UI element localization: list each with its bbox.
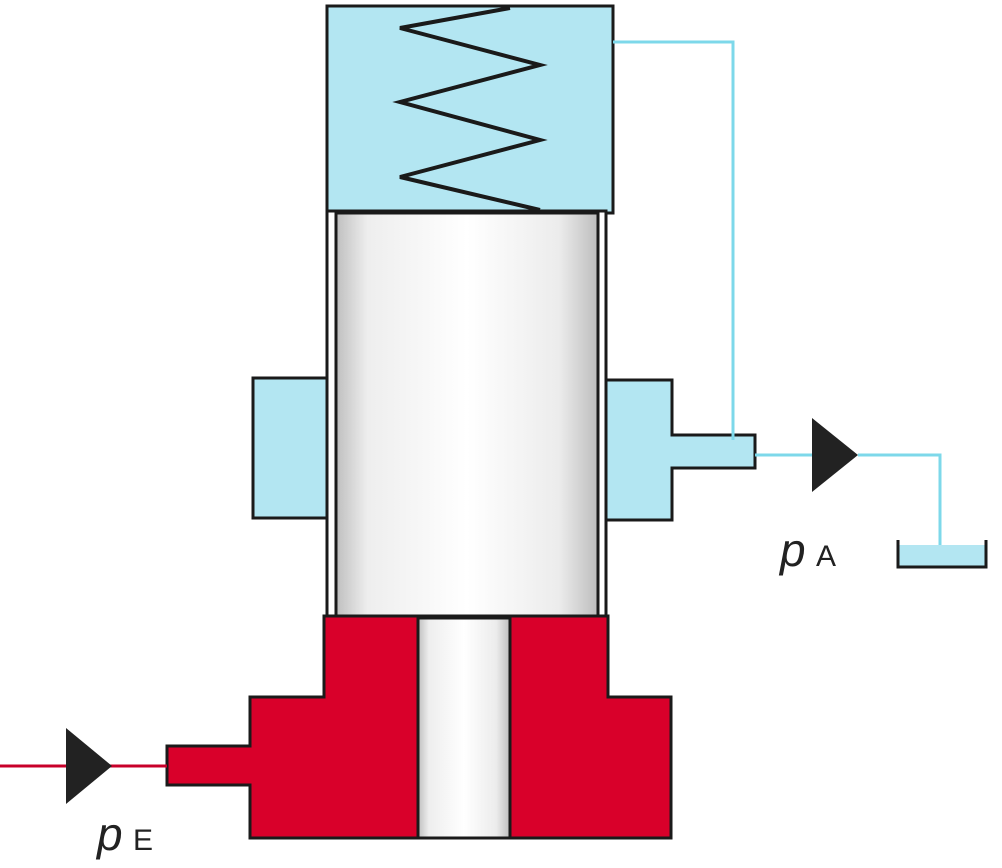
pilot-line xyxy=(613,40,735,440)
inlet-pressure-label: p E xyxy=(95,808,153,860)
left-outlet-chamber xyxy=(251,376,329,520)
piston xyxy=(334,211,600,618)
tank-icon xyxy=(896,540,988,569)
tank-line xyxy=(858,453,942,545)
flow-arrow-icon xyxy=(66,728,112,804)
tank-fluid xyxy=(898,545,986,567)
outlet-pressure-label: p A xyxy=(778,524,836,576)
right-outlet-chamber xyxy=(604,378,757,522)
flow-arrow-icon xyxy=(812,418,858,492)
spring-icon xyxy=(392,6,548,212)
spring-chamber xyxy=(325,4,615,215)
piston-stem xyxy=(416,616,512,840)
